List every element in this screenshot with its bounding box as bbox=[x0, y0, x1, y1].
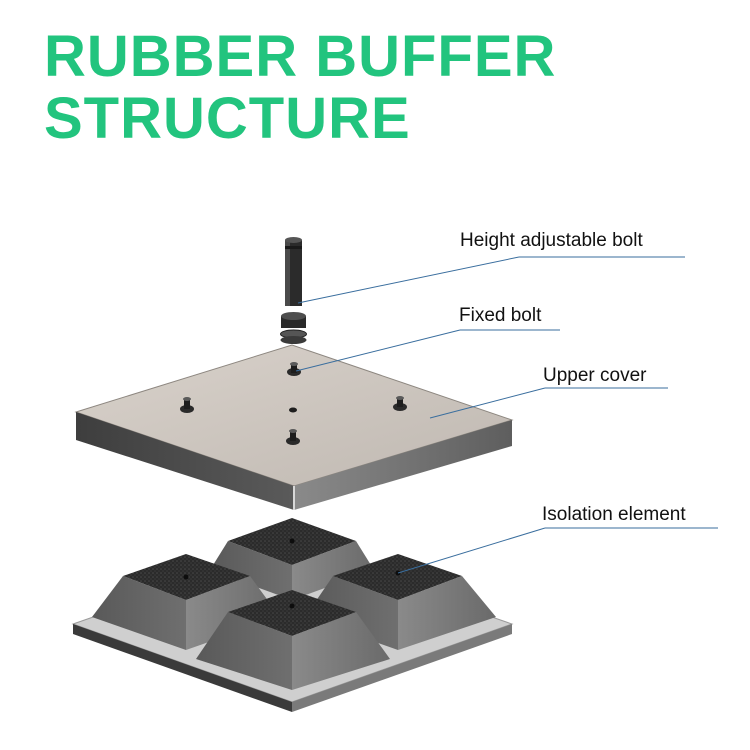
title-line-1: RUBBER BUFFER bbox=[44, 24, 557, 89]
height-adjustable-bolt bbox=[280, 237, 307, 344]
isolation-block-back bbox=[210, 518, 374, 600]
cover-bolt-hole-left bbox=[180, 397, 194, 413]
label-fixed-bolt: Fixed bolt bbox=[459, 305, 542, 326]
isolation-block-front bbox=[196, 590, 390, 690]
title-line-2: STRUCTURE bbox=[44, 86, 411, 151]
cover-bolt-hole-back bbox=[287, 362, 301, 376]
page-title: RUBBER BUFFER STRUCTURE bbox=[44, 26, 556, 150]
leader-line-height-bolt bbox=[297, 256, 520, 304]
cover-center-hole bbox=[289, 407, 297, 413]
cover-bolt-hole-front bbox=[286, 429, 300, 445]
leader-line-isolation bbox=[397, 527, 546, 574]
isolation-block-left bbox=[92, 554, 280, 650]
label-isolation-element: Isolation element bbox=[542, 504, 686, 525]
upper-cover bbox=[74, 344, 514, 510]
label-upper-cover: Upper cover bbox=[543, 365, 647, 386]
leader-line-fixed-bolt bbox=[295, 329, 461, 372]
leader-line-upper-cover bbox=[429, 387, 546, 419]
leader-lines bbox=[295, 256, 718, 574]
label-height-adjustable-bolt: Height adjustable bolt bbox=[460, 230, 643, 251]
cover-bolt-hole-right bbox=[393, 396, 407, 411]
